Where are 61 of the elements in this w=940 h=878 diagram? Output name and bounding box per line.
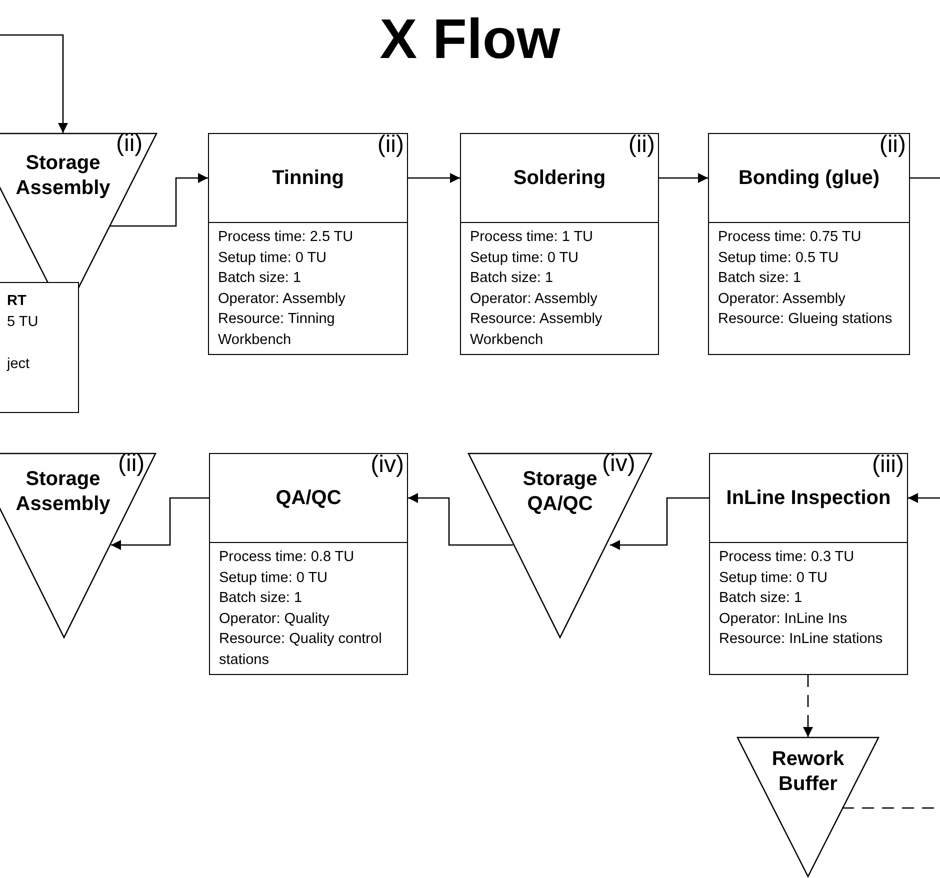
process-attribute: Setup time: 0 TU [719, 568, 829, 588]
arrow [408, 493, 513, 546]
arrow [110, 173, 208, 227]
category-tag: (iii) [872, 450, 904, 480]
process-box [460, 133, 659, 355]
process-attribute: Operator: InLine Ins [719, 610, 848, 628]
storage-label: Rework Buffer [770, 747, 846, 797]
process-attribute: Process time: 0.3 TU [719, 548, 856, 567]
process-attribute: Batch size: 1 [719, 589, 804, 608]
process-attribute: Setup time: 0 TU [470, 248, 580, 268]
storage-label: Storage QA/QC [522, 467, 598, 517]
process-attribute: Setup time: 0 TU [219, 568, 329, 588]
process-attribute: Operator: Assembly [470, 290, 598, 308]
process-attribute: ject [7, 355, 31, 374]
process-attribute: Operator: Quality [219, 610, 330, 628]
process-title: InLine Inspection [726, 486, 891, 511]
process-attribute: Operator: Assembly [218, 290, 346, 308]
storage-label: Storage Assembly [14, 151, 112, 201]
category-tag: (ii) [628, 130, 655, 160]
process-attribute: Setup time: 0.5 TU [718, 248, 840, 268]
process-title: Bonding (glue) [738, 166, 880, 191]
process-attribute: Resource: InLine stations [719, 630, 884, 649]
process-attribute: Setup time: 0 TU [218, 248, 328, 268]
arrow [111, 497, 209, 550]
process-box [709, 453, 908, 675]
category-tag: (ii) [377, 130, 404, 160]
process-attribute: Batch size: 1 [219, 589, 304, 608]
arrow [408, 173, 460, 183]
process-attribute: Process time: 0.8 TU [219, 548, 356, 567]
process-title: Tinning [272, 166, 344, 191]
diagram-title: X Flow [378, 6, 562, 72]
storage-label: Storage Assembly [14, 467, 112, 517]
category-tag: (ii) [118, 451, 145, 477]
process-attribute: Process time: 0.75 TU [718, 228, 862, 247]
process-attribute: Process time: 1 TU [470, 228, 594, 247]
process-attribute: Resource: Quality control stations [219, 630, 383, 670]
category-tag: (ii) [116, 131, 143, 157]
process-attribute: Batch size: 1 [470, 269, 554, 288]
arrow [803, 675, 813, 737]
arrow [908, 493, 940, 503]
process-title: QA/QC [276, 486, 342, 511]
process-box [209, 453, 408, 675]
process-box [208, 133, 408, 355]
process-attribute: Process time: 2.5 TU [218, 228, 354, 247]
process-box [708, 133, 910, 355]
process-attribute: Resource: Assembly Workbench [470, 310, 604, 350]
process-title: Soldering [513, 166, 606, 191]
process-attribute: Batch size: 1 [218, 269, 302, 288]
process-attribute: Resource: Tinning Workbench [218, 310, 336, 350]
arrow [610, 497, 709, 550]
category-tag: (iv) [370, 450, 404, 480]
process-attribute: 5 TU [7, 313, 40, 332]
process-attribute: Operator: Assembly [718, 290, 846, 308]
process-attribute: Resource: Glueing stations [718, 310, 894, 329]
arrow [0, 34, 68, 133]
category-tag: (ii) [879, 130, 906, 160]
category-tag: (iv) [602, 451, 636, 477]
process-attribute: RT [7, 292, 28, 311]
process-attribute: Batch size: 1 [718, 269, 802, 288]
process-box [0, 282, 79, 413]
arrow [659, 173, 708, 183]
